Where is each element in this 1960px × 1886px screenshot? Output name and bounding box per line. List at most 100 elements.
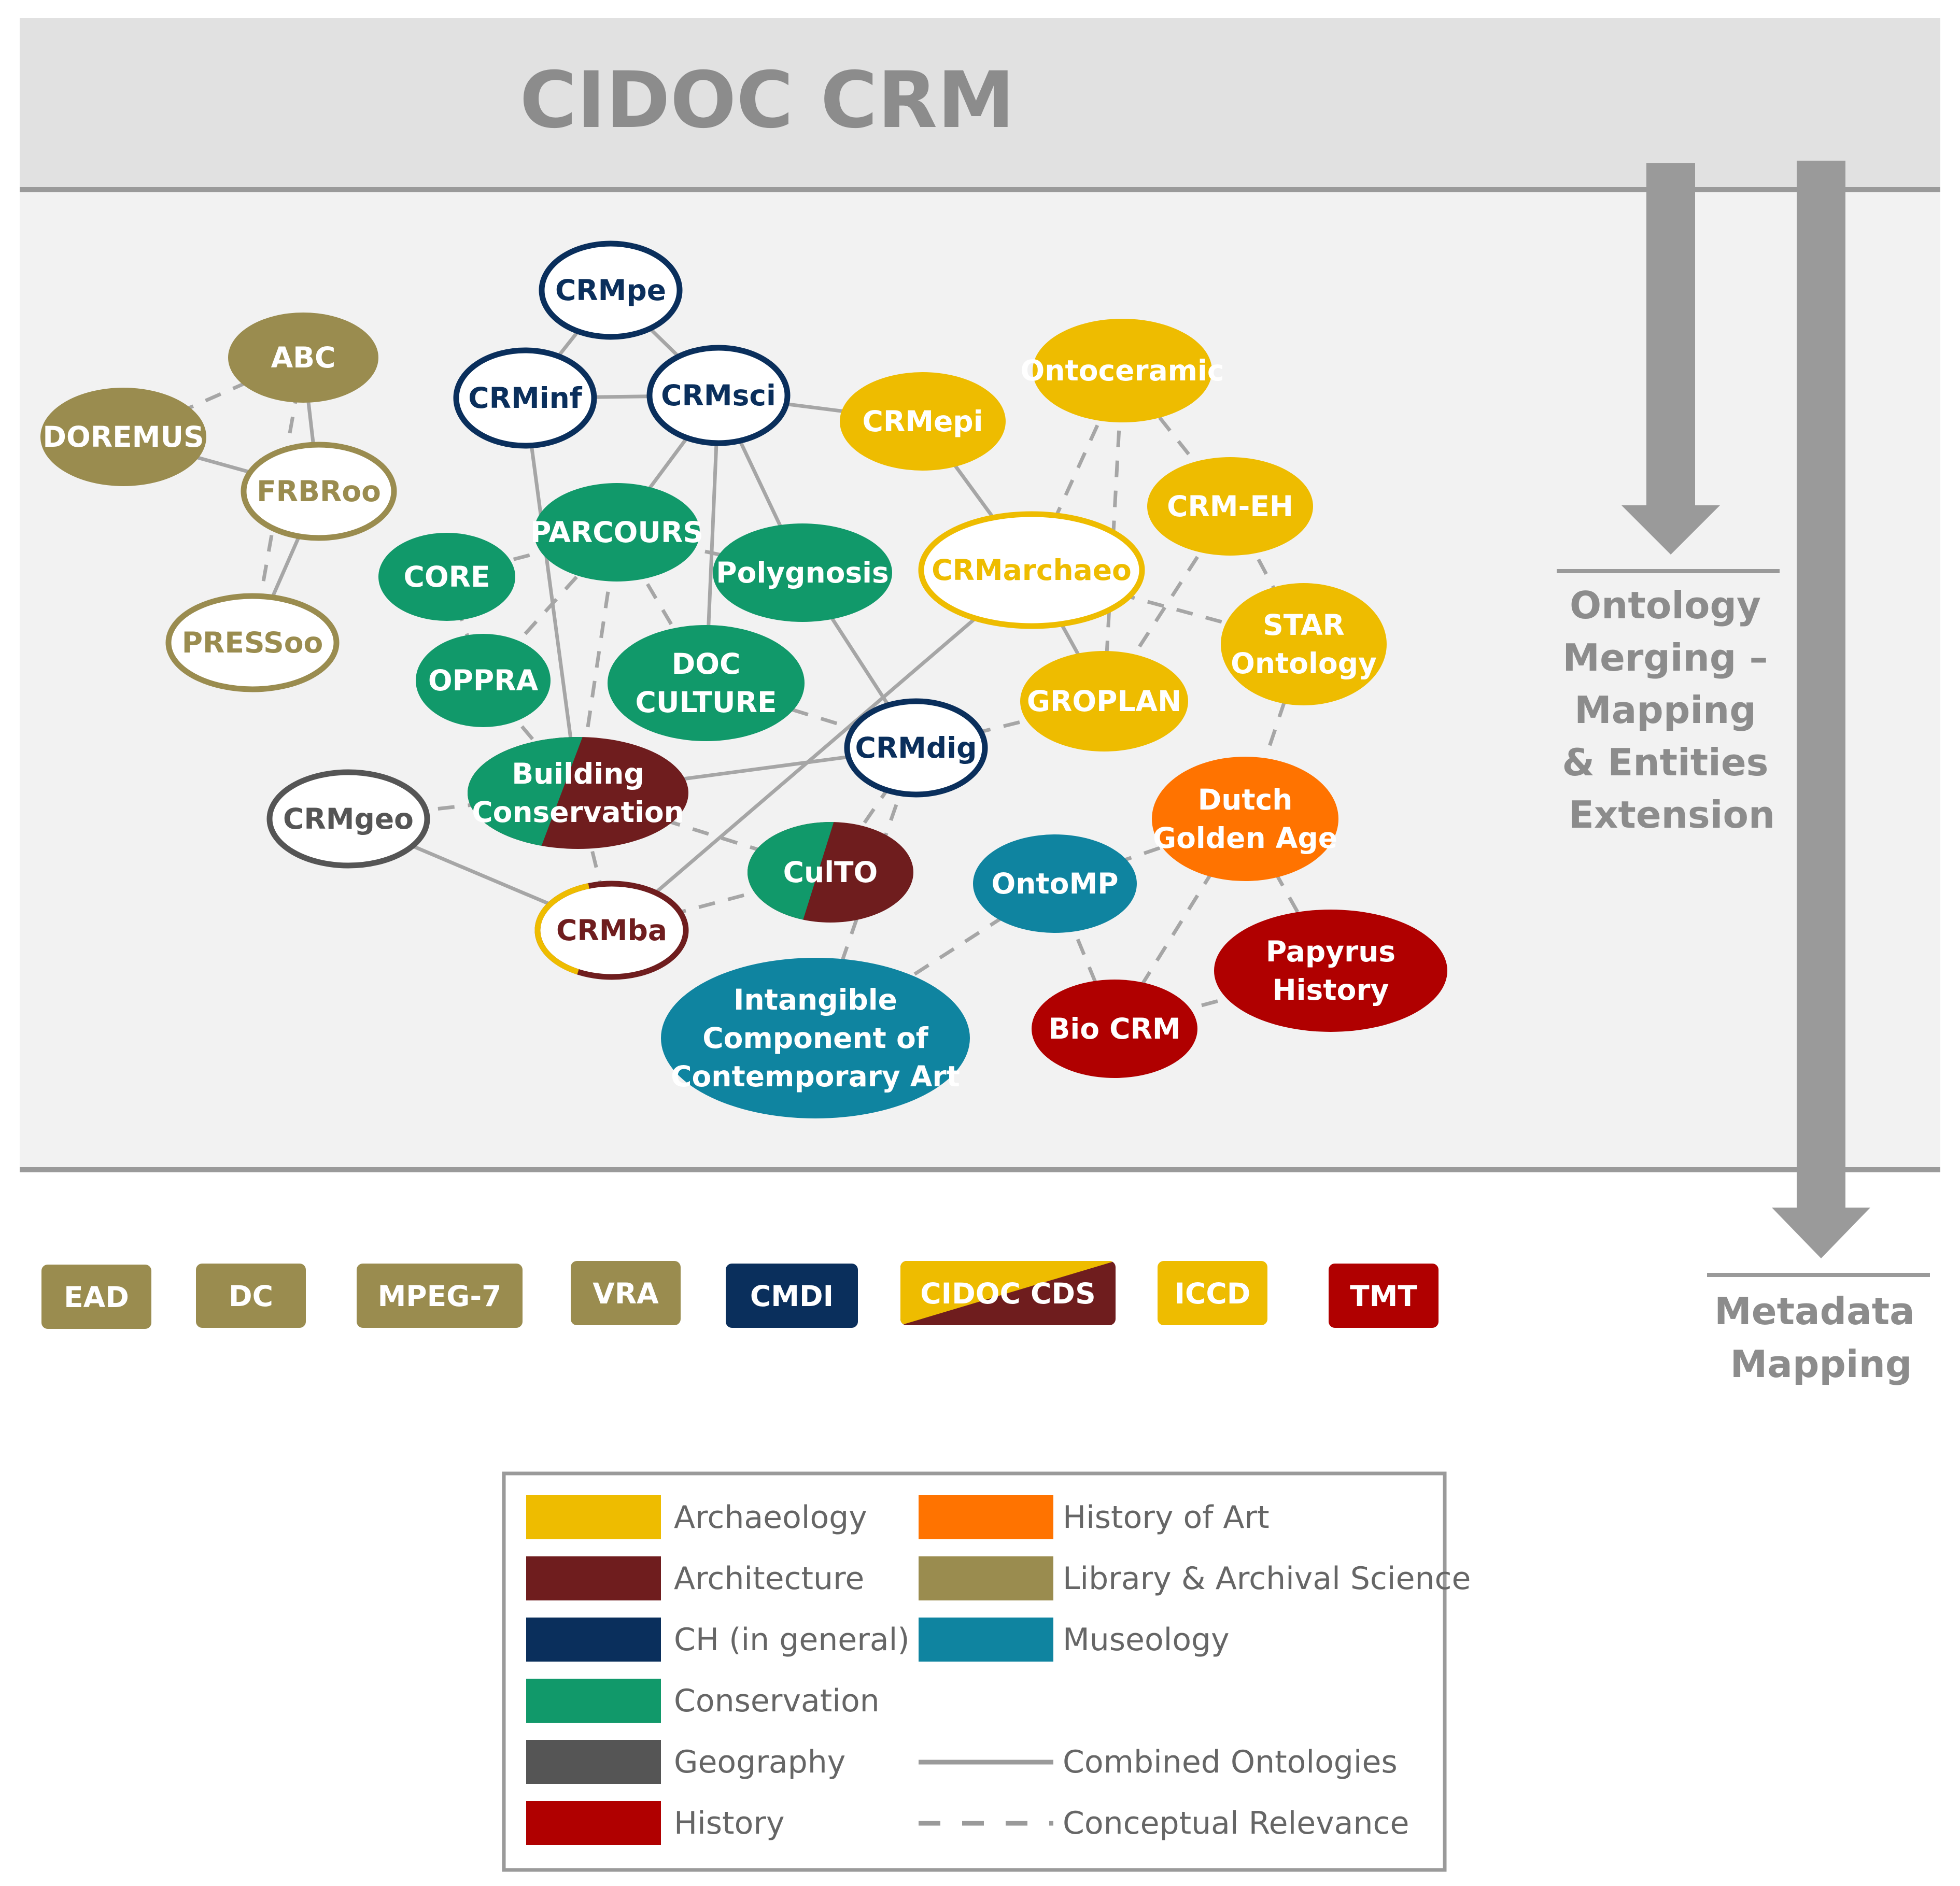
node-label: History (1273, 973, 1389, 1006)
ontology-arrow-head (1621, 505, 1720, 555)
legend-swatch (919, 1618, 1053, 1662)
combined-edge-crmarchaeo-crmba (610, 569, 1033, 932)
node-shape (241, 442, 397, 541)
node-label: PARCOURS (530, 516, 703, 549)
node-shape (1032, 980, 1197, 1078)
node-groplan: GROPLAN (1020, 651, 1188, 751)
legend-swatch (526, 1618, 661, 1662)
node-crmarchaeo: CRMarchaeo (918, 511, 1145, 629)
legend-label: Conservation (674, 1683, 880, 1719)
node-biocrm: Bio CRM (1032, 980, 1197, 1078)
node-label: CULTURE (635, 686, 777, 719)
node-label: CRMgeo (283, 802, 414, 835)
node-crmsci: CRMsci (646, 345, 791, 446)
badge-label: ICCD (1175, 1277, 1251, 1310)
node-shape-overlay (748, 822, 835, 923)
legend-label: Library & Archival Science (1063, 1561, 1471, 1597)
node-shape (165, 593, 340, 692)
badge-cidoccds: CIDOC CDS (900, 1261, 1116, 1325)
node-label: CRM-EH (1167, 490, 1293, 523)
page-title: CIDOC CRM (519, 55, 1014, 146)
legend-line-solid: Combined Ontologies (919, 1744, 1398, 1780)
node-label: Polygnosis (716, 556, 889, 589)
node-shape (1147, 457, 1313, 556)
badge-shape (571, 1261, 681, 1325)
badge-label: DC (229, 1280, 273, 1313)
node-shape (844, 698, 988, 798)
legend-item-ch_general: CH (in general) (526, 1618, 910, 1662)
legend-label: CH (in general) (674, 1622, 910, 1658)
node-shape (973, 834, 1137, 933)
node-shape (539, 240, 683, 340)
node-shape-arc (534, 883, 589, 975)
node-label: Dutch (1198, 783, 1293, 816)
node-label: CulTO (783, 856, 878, 889)
node-crmeh: CRM-EH (1147, 457, 1313, 556)
ontology-merging-label: Ontology Merging – Mapping & Entities Ex… (1562, 584, 1781, 836)
metadata-mapping-arrow (1707, 161, 1930, 1277)
node-label: STAR (1263, 608, 1345, 642)
badge-label: VRA (593, 1277, 659, 1310)
node-label: DOREMUS (43, 420, 204, 453)
node-shape (1033, 319, 1212, 422)
node-label: Papyrus (1266, 935, 1395, 968)
badge-cmdi: CMDI (726, 1264, 858, 1328)
badge-shape-overlay (900, 1261, 1116, 1325)
node-shape (713, 523, 892, 622)
node-shape (608, 625, 805, 741)
badge-shape (357, 1264, 523, 1328)
node-shape (378, 533, 515, 621)
node-crmdig: CRMdig (844, 698, 988, 798)
node-shape (840, 372, 1006, 471)
node-frbroo: FRBRoo (241, 442, 397, 541)
legend-item-history: History (526, 1801, 784, 1845)
node-shape-overlay (468, 737, 584, 849)
badge-label: EAD (64, 1281, 129, 1314)
node-shape (661, 958, 970, 1118)
legend-swatch (919, 1556, 1053, 1600)
badge-shape (41, 1265, 151, 1329)
node-label: OntoMP (991, 867, 1118, 900)
legend-item-library: Library & Archival Science (919, 1556, 1471, 1600)
node-crmpe: CRMpe (539, 240, 683, 340)
node-shape (534, 483, 700, 582)
node-culto: CulTO (748, 822, 913, 923)
node-shape (918, 511, 1145, 629)
node-shape (416, 634, 551, 727)
node-crmgeo: CRMgeo (266, 769, 430, 869)
node-abc: ABC (228, 313, 378, 403)
legend-swatch (919, 1495, 1053, 1539)
node-ontoceramic: Ontoceramic (1021, 319, 1224, 422)
badge-dc: DC (196, 1264, 306, 1328)
node-label: CRMinf (468, 381, 582, 415)
badge-label: TMT (1350, 1280, 1417, 1313)
legend-swatch (526, 1801, 661, 1845)
node-ontomp: OntoMP (973, 834, 1137, 933)
ontology-merging-arrow (1557, 163, 1780, 573)
node-label: Contemporary Art (671, 1060, 960, 1093)
conceptual-edge-building-crmba (576, 792, 614, 931)
node-shape (266, 769, 430, 869)
node-label: CORE (403, 560, 490, 593)
node-shape (1152, 757, 1338, 881)
node-shape (228, 313, 378, 403)
node-label: Golden Age (1153, 821, 1337, 855)
node-label: OPPRA (428, 664, 539, 697)
node-pressoo: PRESSoo (165, 593, 340, 692)
badge-label: CMDI (750, 1280, 834, 1313)
badge-label: MPEG-7 (378, 1280, 502, 1313)
title-band (20, 18, 1940, 188)
combined-edge-crminf-building (523, 398, 580, 793)
node-label: Intangible (734, 983, 897, 1016)
node-crminf: CRMinf (453, 347, 597, 449)
node-label: CRMpe (555, 274, 666, 307)
legend-line-dashed: Conceptual Relevance (919, 1805, 1409, 1841)
node-label: Ontoceramic (1021, 354, 1224, 387)
